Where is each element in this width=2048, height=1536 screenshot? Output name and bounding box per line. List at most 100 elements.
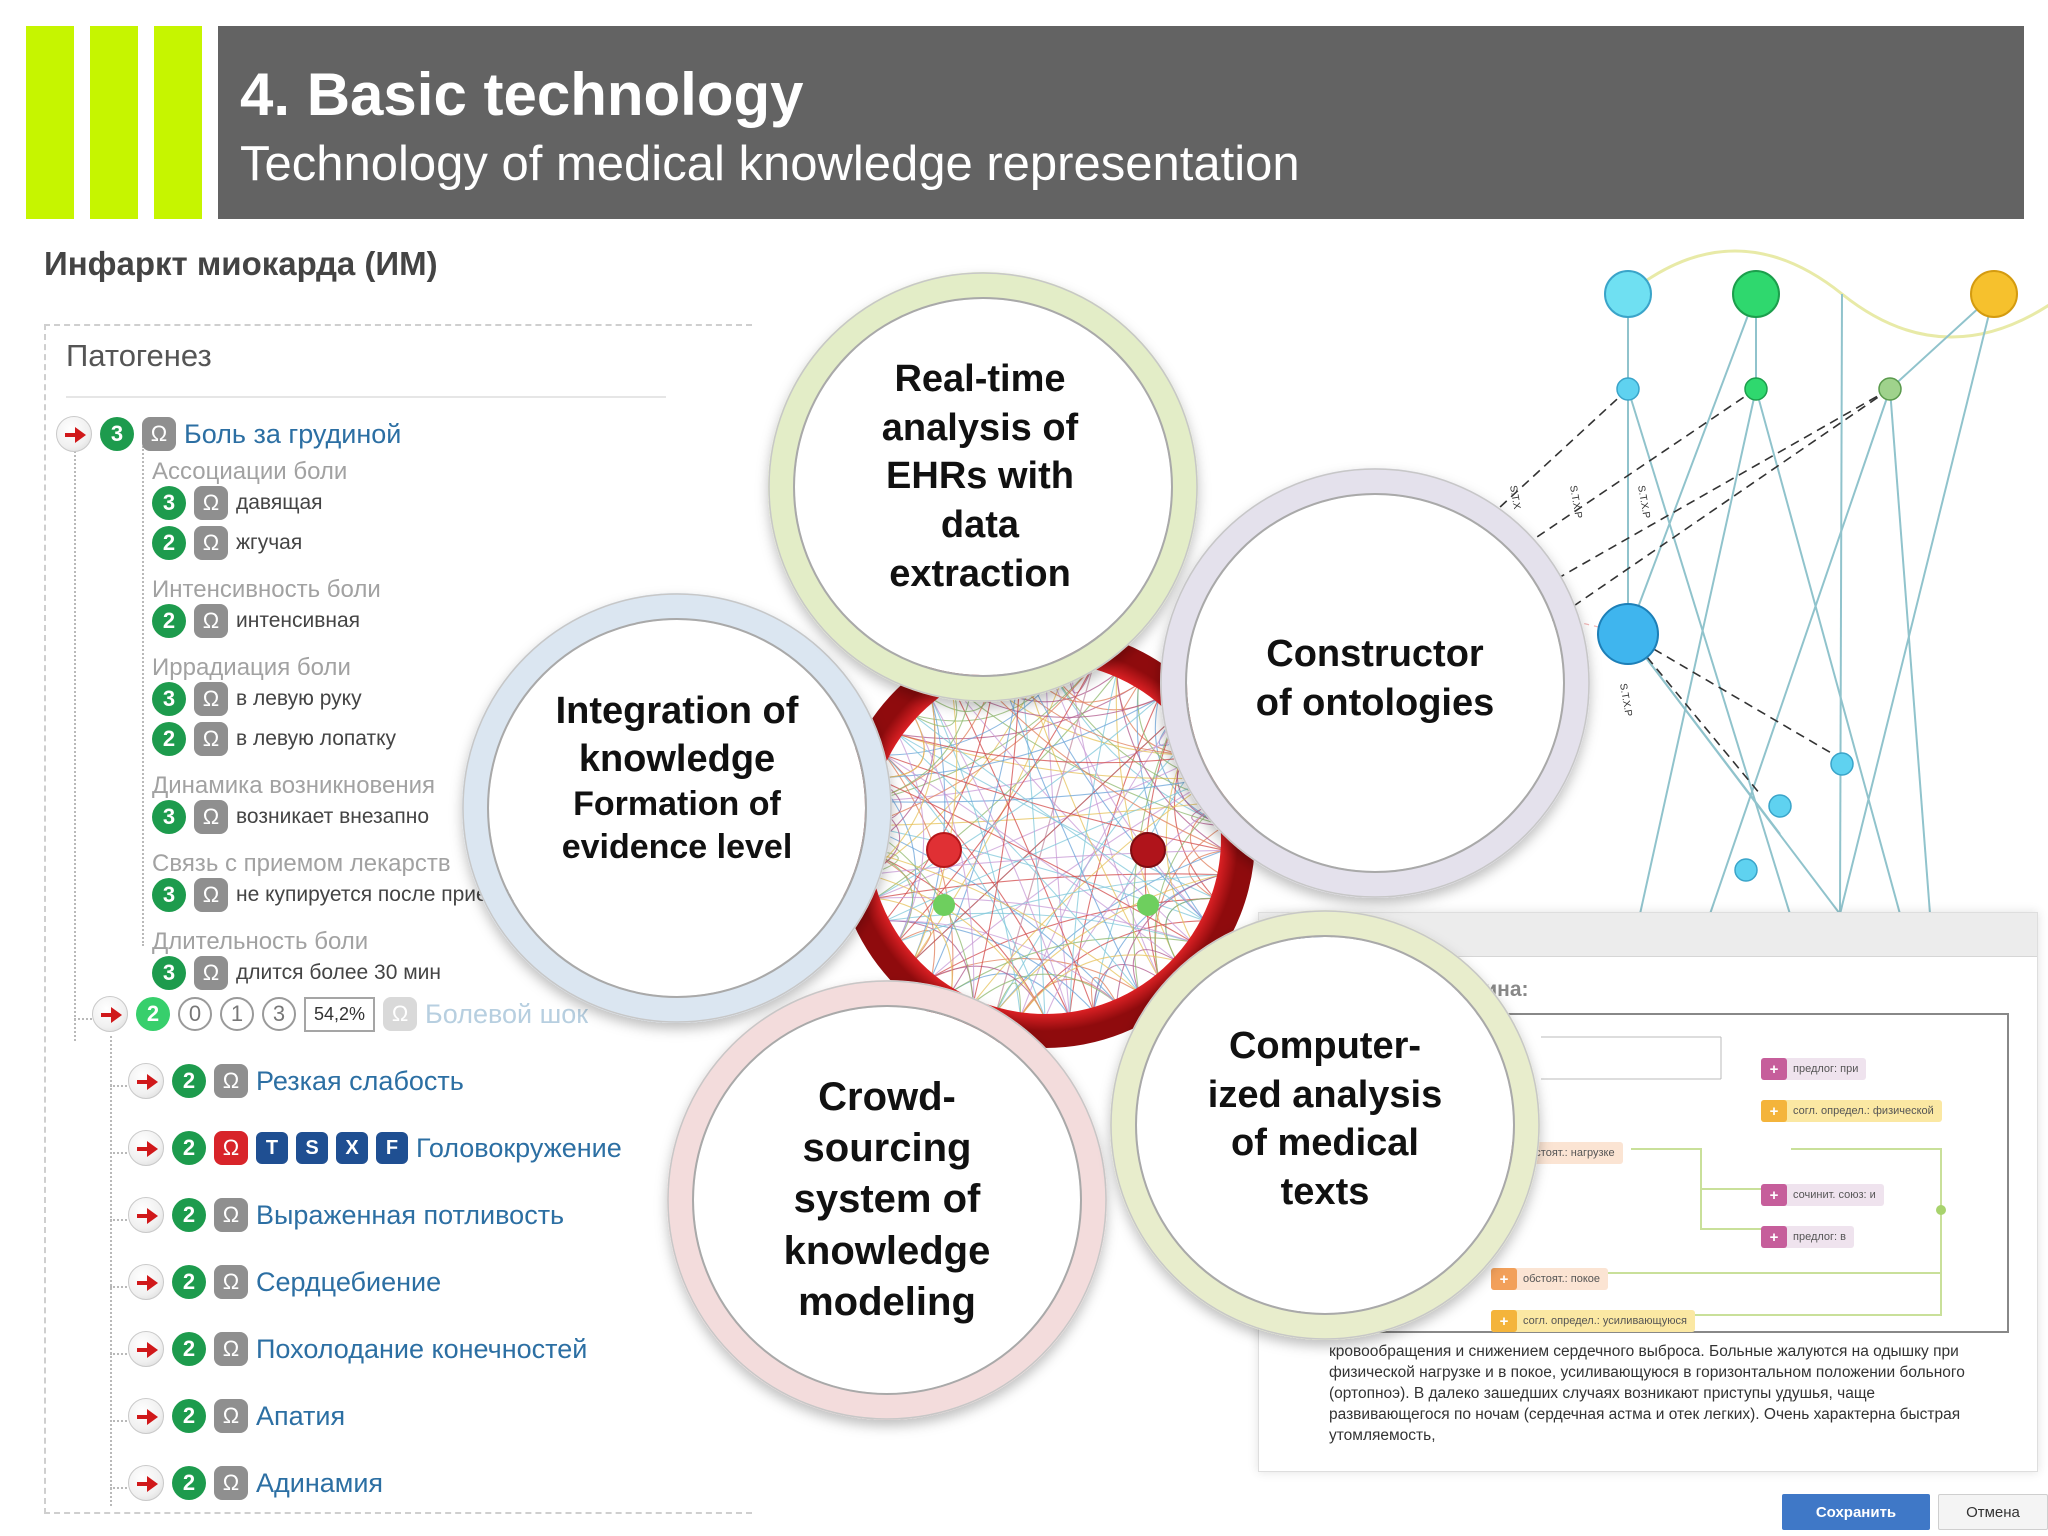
parse-tag[interactable]: +предлог: при	[1761, 1058, 1867, 1080]
plus-icon[interactable]: +	[1761, 1100, 1787, 1122]
plus-icon[interactable]: +	[1491, 1310, 1517, 1332]
symptom-label[interactable]: Адинамия	[256, 1467, 384, 1498]
network-edge	[996, 874, 1222, 1012]
save-button[interactable]: Сохранить	[1782, 1494, 1930, 1530]
weight-badge: 2	[152, 604, 186, 638]
parse-tag[interactable]: +обстоят.: нагрузке	[1491, 1142, 1623, 1164]
network-edge	[875, 697, 1159, 779]
type-badge[interactable]: S	[296, 1132, 328, 1164]
plus-icon[interactable]: +	[1491, 1268, 1517, 1290]
omega-icon[interactable]: Ω	[194, 800, 228, 834]
network-node	[893, 937, 902, 946]
symptom-label[interactable]: Боль за грудиной	[184, 418, 402, 449]
expand-arrow-icon[interactable]	[92, 996, 128, 1032]
network-edge	[885, 920, 974, 1004]
omega-icon[interactable]: Ω	[194, 722, 228, 756]
omega-icon[interactable]: Ω	[214, 1466, 248, 1500]
edge-label: S.T.X.P	[1617, 683, 1634, 718]
attribute-category: Связь с приемом лекарств	[152, 850, 451, 877]
cancel-button[interactable]: Отмена	[1938, 1494, 2048, 1530]
expand-arrow-icon[interactable]	[128, 1465, 164, 1501]
network-edge	[897, 733, 925, 943]
tree-branch-line	[110, 1286, 134, 1288]
network-node	[871, 894, 880, 903]
omega-icon[interactable]: Ω	[194, 526, 228, 560]
plus-icon[interactable]: +	[1761, 1058, 1787, 1080]
network-edge	[1068, 659, 1095, 694]
language-tabs: Русский	[1259, 913, 2037, 957]
omega-icon[interactable]: Ω	[194, 682, 228, 716]
symptom-label[interactable]: Апатия	[256, 1400, 346, 1431]
expand-arrow-icon[interactable]	[128, 1197, 164, 1233]
type-badge[interactable]: T	[256, 1132, 288, 1164]
expand-arrow-icon[interactable]	[128, 1264, 164, 1300]
expand-arrow-icon[interactable]	[128, 1398, 164, 1434]
group-label[interactable]: Болевой шок	[425, 998, 589, 1029]
symptom-label[interactable]: Головокружение	[416, 1132, 622, 1163]
network-edge	[1044, 657, 1222, 802]
omega-icon[interactable]: Ω	[194, 604, 228, 638]
parse-tag[interactable]: +согл. определ.: усиливающуюся	[1491, 1310, 1695, 1332]
plus-icon[interactable]: +	[1761, 1226, 1787, 1248]
expand-arrow-icon[interactable]	[128, 1331, 164, 1367]
weight-badge[interactable]: 2	[136, 997, 170, 1031]
parse-tag[interactable]: +предлог: в	[1761, 1226, 1854, 1248]
type-badge[interactable]: F	[376, 1132, 408, 1164]
network-edge	[865, 849, 1139, 993]
symptom-label[interactable]: Сердцебиение	[256, 1266, 442, 1297]
omega-icon[interactable]: Ω	[194, 878, 228, 912]
expand-arrow-icon[interactable]	[128, 1130, 164, 1166]
weight-option[interactable]: 0	[178, 997, 212, 1031]
plus-icon[interactable]: +	[1761, 1184, 1787, 1206]
expand-arrow-icon[interactable]	[128, 1063, 164, 1099]
network-red-ring	[835, 628, 1255, 1048]
network-edge	[1154, 825, 1225, 978]
parse-tag[interactable]: +обстоят.: покое	[1491, 1268, 1609, 1290]
omega-icon[interactable]: Ω	[214, 1399, 248, 1433]
network-edge	[865, 849, 1046, 1019]
symptom-label[interactable]: Выраженная потливость	[256, 1199, 565, 1230]
omega-icon[interactable]: Ω	[214, 1064, 248, 1098]
network-edge	[913, 714, 1177, 962]
symptom-label[interactable]: Резкая слабость	[256, 1065, 464, 1096]
plus-icon[interactable]: +	[1491, 1142, 1517, 1164]
omega-icon[interactable]: Ω	[214, 1198, 248, 1232]
weight-option[interactable]: 1	[220, 997, 254, 1031]
tab-language[interactable]: Русский	[1329, 925, 1400, 946]
network-edge	[1176, 733, 1225, 827]
omega-icon[interactable]: Ω	[214, 1332, 248, 1366]
omega-icon[interactable]: Ω	[383, 997, 418, 1031]
expand-arrow-icon[interactable]	[56, 416, 92, 452]
omega-icon[interactable]: Ω	[142, 417, 176, 451]
parse-tag[interactable]: +согл. определ.: физической	[1761, 1100, 1942, 1122]
network-node	[1016, 655, 1025, 664]
symptom-label[interactable]: Похолодание конечностей	[256, 1333, 588, 1364]
percent-field[interactable]: 54,2%	[304, 996, 376, 1032]
parse-tag[interactable]: +сочинит. союз: и	[1761, 1184, 1884, 1206]
omega-icon[interactable]: Ω	[214, 1131, 248, 1165]
type-badge[interactable]: X	[336, 1132, 368, 1164]
weight-option[interactable]: 3	[262, 997, 296, 1031]
network-edge	[1068, 698, 1160, 1017]
omega-icon[interactable]: Ω	[194, 486, 228, 520]
omega-icon[interactable]: Ω	[194, 956, 228, 990]
omega-icon[interactable]: Ω	[214, 1265, 248, 1299]
attribute-value: давящая	[236, 491, 323, 514]
